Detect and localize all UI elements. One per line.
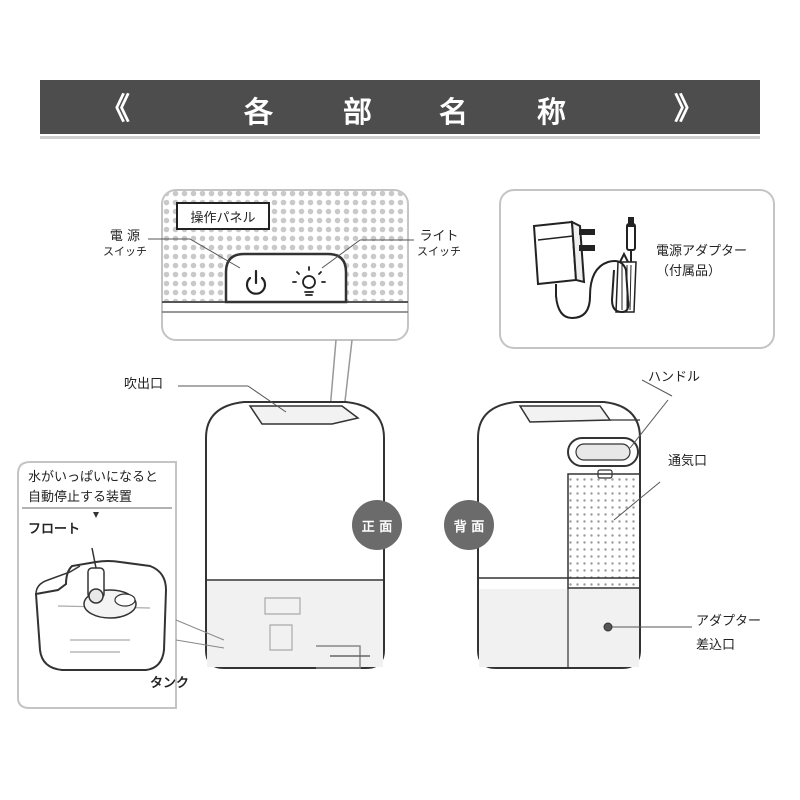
power-icon: [245, 269, 267, 295]
control-panel-label: 操作パネル: [176, 202, 270, 230]
vent-label: 通気口: [668, 454, 708, 469]
tank-drawing: [34, 512, 168, 671]
float-label: フロート: [28, 522, 81, 537]
title-close-mark: 》: [674, 92, 704, 127]
title-underline: [40, 136, 760, 139]
adapter-jack-label: アダプター 差込口: [696, 614, 761, 653]
front-view-badge: 正 面: [352, 500, 402, 550]
light-switch-label-line1: ライト: [419, 229, 459, 244]
adapter-label-line1: 電源アダプター: [656, 244, 748, 259]
power-switch-label-line1: 電 源: [109, 229, 141, 244]
title-char-1: 各: [244, 95, 274, 129]
adapter-jack-label-line1: アダプター: [696, 614, 762, 629]
back-unit-drawing: [477, 401, 641, 669]
light-icon: [292, 266, 326, 296]
title-char-3: 名: [439, 95, 469, 129]
adapter-label: 電源アダプター （付属品）: [656, 244, 747, 279]
power-adapter-drawing: [532, 217, 637, 320]
light-switch-label: ライト スイッチ: [414, 229, 464, 258]
auto-stop-note-line2: 自動停止する装置: [28, 490, 133, 505]
adapter-jack-label-line2: 差込口: [696, 637, 736, 653]
tank-label: タンク: [150, 676, 190, 691]
front-unit-drawing: [205, 401, 385, 669]
title-char-2: 部: [343, 95, 373, 129]
title-char-4: 称: [537, 95, 567, 129]
power-switch-label-line2: スイッチ: [103, 244, 147, 258]
power-switch-label: 電 源 スイッチ: [102, 229, 148, 258]
title-open-mark: 《: [100, 92, 130, 127]
title-banner: 《 各 部 名 称 》: [40, 80, 760, 134]
auto-stop-note-line1: 水がいっぱいになると: [28, 470, 159, 485]
back-view-badge: 背 面: [444, 500, 494, 550]
light-switch-label-line2: スイッチ: [417, 244, 461, 258]
handle-label: ハンドル: [648, 370, 701, 385]
outlet-label: 吹出口: [124, 377, 164, 392]
adapter-label-line2: （付属品）: [656, 263, 722, 279]
